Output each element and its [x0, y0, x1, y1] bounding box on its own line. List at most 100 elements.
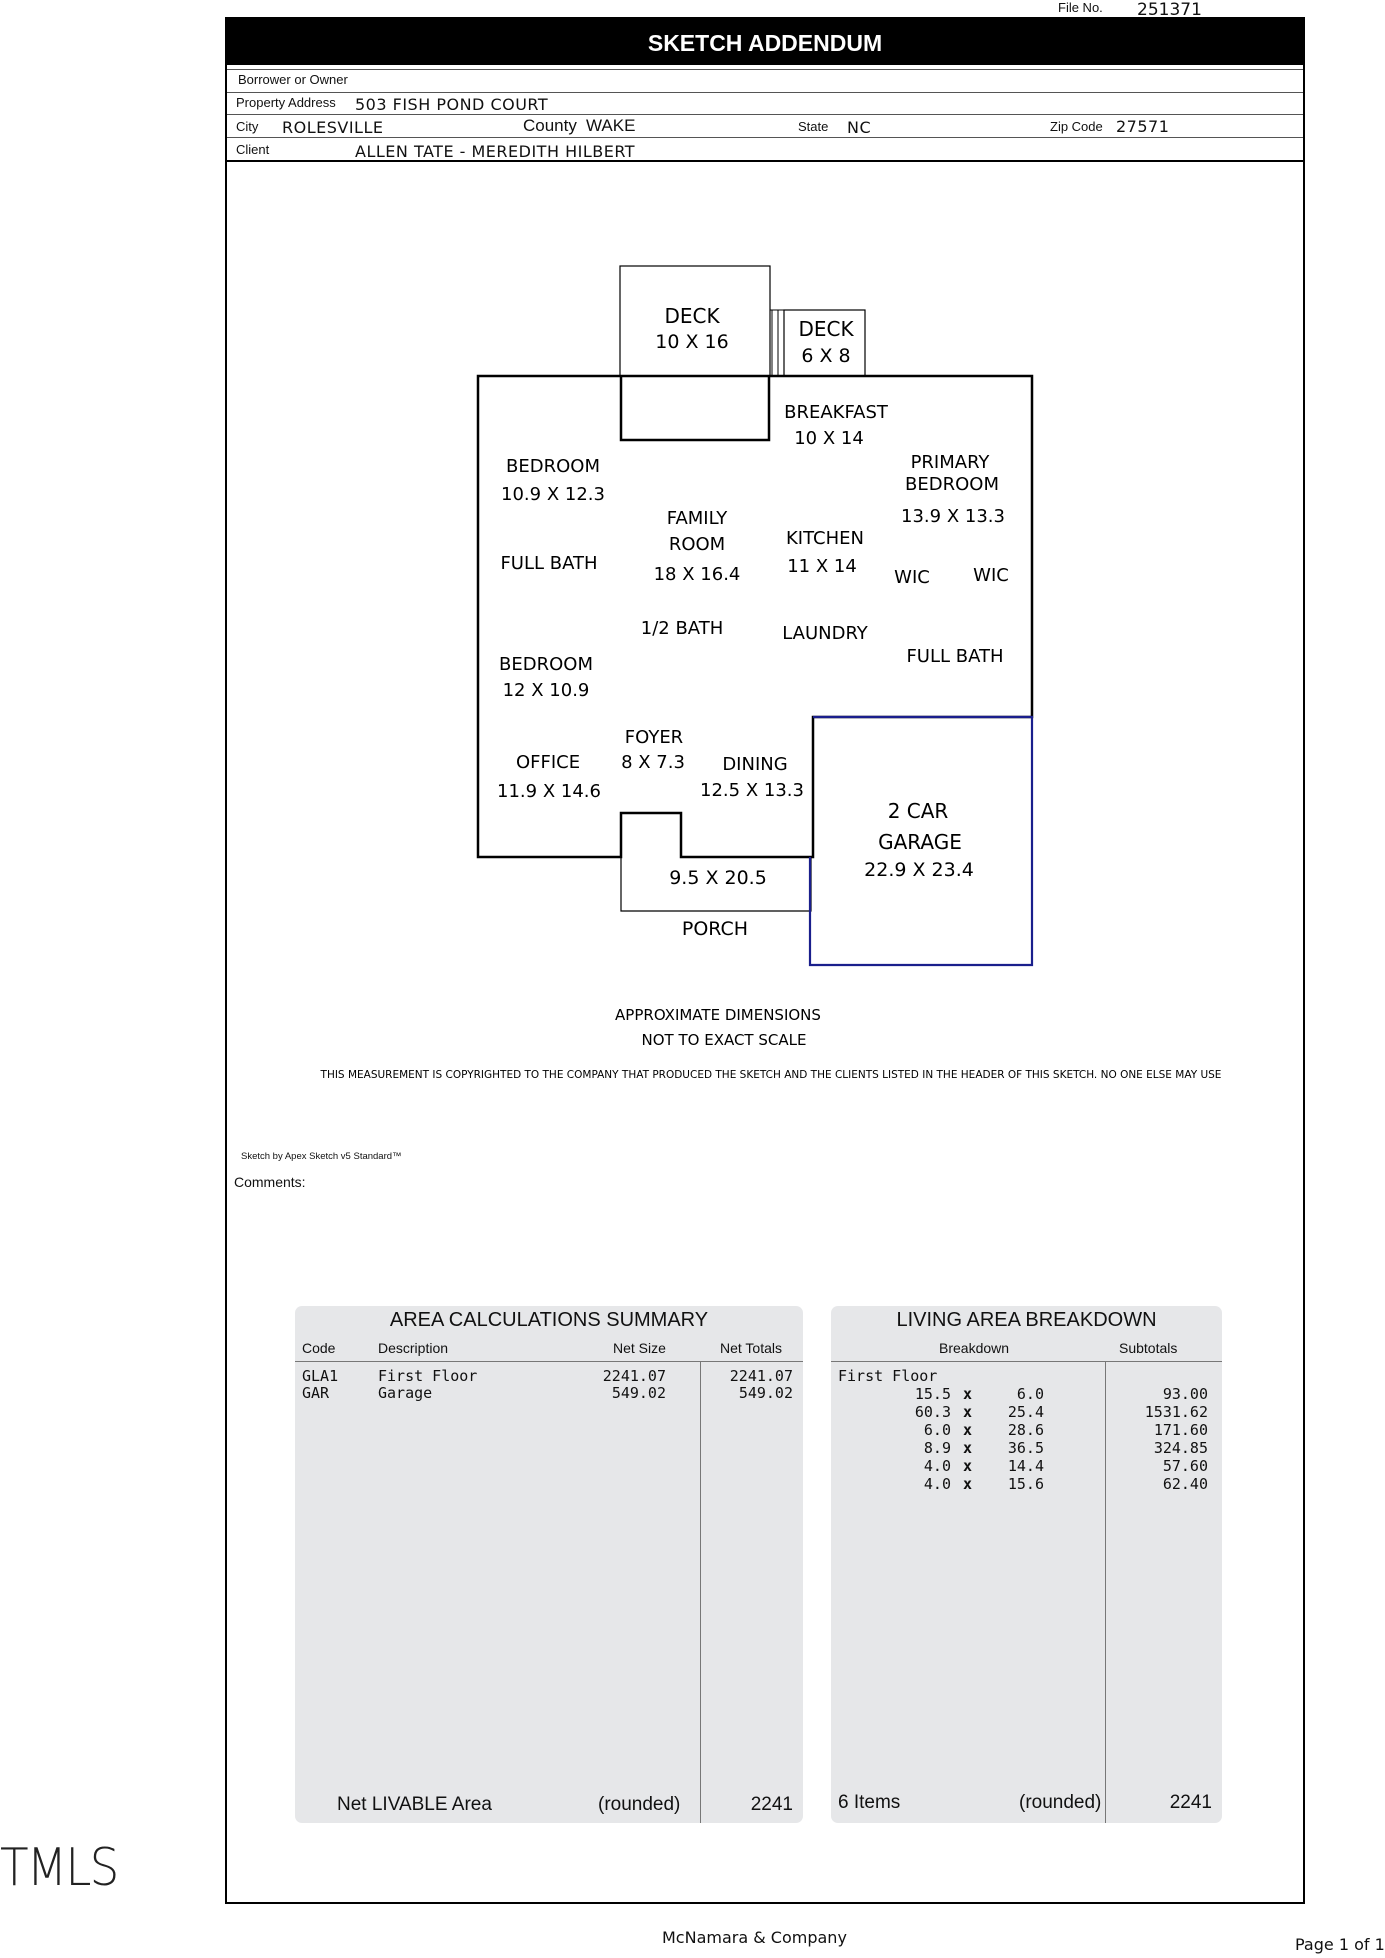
- comments-label: Comments:: [234, 1174, 306, 1190]
- room-name: LAUNDRY: [782, 623, 869, 644]
- subtotal-cell: 171.60: [1153, 1421, 1208, 1439]
- room-dims: 18 X 16.4: [654, 564, 741, 585]
- items-count: 6 Items: [838, 1792, 901, 1813]
- table-cell: 2241.07: [729, 1367, 793, 1385]
- subtotal-cell: 62.40: [1162, 1475, 1208, 1493]
- living-area-panel: LIVING AREA BREAKDOWN Breakdown Subtotal…: [831, 1306, 1222, 1823]
- room-dims: 13.9 X 13.3: [901, 506, 1005, 527]
- breakdown-cell: 15.6: [1007, 1475, 1044, 1493]
- room-name: DINING: [722, 754, 787, 775]
- room-dims: 22.9 X 23.4: [864, 859, 974, 881]
- room-dims: 10 X 14: [794, 428, 864, 449]
- column-header: Subtotals: [1119, 1340, 1178, 1356]
- breakdown-cell: 36.5: [1007, 1439, 1044, 1457]
- breakdown-cell: x: [963, 1475, 973, 1493]
- sketch-credit: Sketch by Apex Sketch v5 Standard™: [241, 1151, 402, 1162]
- table-cell: GAR: [302, 1384, 330, 1402]
- panel-title: LIVING AREA BREAKDOWN: [896, 1309, 1157, 1331]
- breakdown-cell: 60.3: [914, 1403, 951, 1421]
- state-label: State: [798, 119, 829, 134]
- column-header: Code: [302, 1340, 336, 1356]
- column-header: Net Size: [613, 1340, 666, 1356]
- room-name: 2 CAR: [888, 799, 949, 823]
- breakdown-cell: 8.9: [923, 1439, 951, 1457]
- state-value: NC: [847, 118, 872, 137]
- breakdown-cell: 4.0: [923, 1457, 951, 1475]
- breakdown-cell: 14.4: [1007, 1457, 1044, 1475]
- breakdown-cell: x: [963, 1421, 973, 1439]
- group-label: First Floor: [838, 1367, 938, 1385]
- mls-watermark: TMLS: [0, 1838, 119, 1898]
- table-cell: 549.02: [611, 1384, 666, 1402]
- borrower-label: Borrower or Owner: [238, 72, 348, 87]
- area-calculations-panel: AREA CALCULATIONS SUMMARY Code Descripti…: [295, 1306, 803, 1823]
- room-dims: 12.5 X 13.3: [700, 780, 804, 801]
- page-frame: [225, 17, 1305, 1904]
- subtotal-cell: 324.85: [1153, 1439, 1208, 1457]
- room-name: GARAGE: [878, 830, 962, 854]
- room-name: PRIMARY: [911, 452, 991, 473]
- column-header: Description: [378, 1340, 449, 1356]
- breakdown-cell: 25.4: [1007, 1403, 1044, 1421]
- table-cell: GLA1: [302, 1367, 339, 1385]
- breakdown-cell: 6.0: [1016, 1385, 1044, 1403]
- garage-outline: [808, 715, 1034, 967]
- room-dims: 10 X 16: [655, 331, 728, 353]
- room-name: 1/2 BATH: [641, 618, 724, 639]
- room-name: FAMILY: [667, 508, 728, 529]
- breakdown-cell: 6.0: [923, 1421, 951, 1439]
- net-livable-label: Net LIVABLE Area: [337, 1794, 492, 1815]
- company-name: McNamara & Company: [662, 1928, 847, 1947]
- zip-value: 27571: [1116, 117, 1170, 136]
- header-divider: [227, 92, 1303, 93]
- sketch-note: NOT TO EXACT SCALE: [642, 1031, 807, 1049]
- header-divider: [227, 114, 1303, 115]
- table-cell: Garage: [378, 1384, 433, 1402]
- county-value: WAKE: [586, 116, 636, 135]
- room-name: BREAKFAST: [784, 402, 889, 423]
- city-label: City: [236, 119, 259, 134]
- room-name: BEDROOM: [905, 474, 999, 495]
- breakdown-cell: x: [963, 1385, 973, 1403]
- room-dims: 6 X 8: [801, 345, 850, 367]
- room-name: ROOM: [669, 534, 725, 555]
- breakdown-cell: x: [963, 1403, 973, 1421]
- room-dims: 9.5 X 20.5: [669, 867, 767, 889]
- room-dims: 8 X 7.3: [621, 752, 685, 773]
- room-name: FULL BATH: [906, 646, 1003, 667]
- subtotal-cell: 57.60: [1162, 1457, 1208, 1475]
- room-name: OFFICE: [516, 752, 580, 773]
- room-name: BEDROOM: [499, 654, 593, 675]
- room-name: DECK: [798, 317, 854, 341]
- header-divider: [227, 137, 1303, 138]
- table-cell: 549.02: [738, 1384, 793, 1402]
- page-title: SKETCH ADDENDUM: [227, 19, 1303, 65]
- zip-label: Zip Code: [1050, 119, 1103, 134]
- room-dims: 10.9 X 12.3: [501, 484, 605, 505]
- file-no-value: 251371: [1137, 0, 1202, 20]
- breakdown-cell: x: [963, 1439, 973, 1457]
- room-name: DECK: [664, 304, 720, 328]
- room-name: BEDROOM: [506, 456, 600, 477]
- room-dims: 11.9 X 14.6: [497, 781, 601, 802]
- room-name: PORCH: [682, 918, 748, 940]
- floor-plan-sketch: DECK 10 X 16 DECK 6 X 8 BREAKFAST 10 X 1…: [320, 265, 1222, 1081]
- room-dims: 11 X 14: [787, 556, 857, 577]
- table-cell: 2241.07: [602, 1367, 666, 1385]
- header-rule: [295, 1361, 803, 1362]
- city-value: ROLESVILLE: [282, 118, 384, 137]
- panel-title: AREA CALCULATIONS SUMMARY: [389, 1309, 709, 1331]
- header-rule: [831, 1361, 1222, 1362]
- table-cell: First Floor: [378, 1367, 478, 1385]
- house-outline: [476, 374, 1034, 859]
- sketch-note: APPROXIMATE DIMENSIONS: [615, 1006, 821, 1024]
- room-name: WIC: [894, 567, 930, 588]
- breakdown-cell: 28.6: [1007, 1421, 1044, 1439]
- property-address-value: 503 FISH POND COURT: [355, 95, 549, 114]
- copyright-notice: THIS MEASUREMENT IS COPYRIGHTED TO THE C…: [320, 1069, 1222, 1081]
- header-bottom-rule: [227, 160, 1303, 162]
- file-no-label: File No.: [1058, 0, 1103, 15]
- rounded-label: (rounded): [598, 1794, 681, 1815]
- county-label: County: [523, 116, 577, 135]
- breakdown-cell: x: [963, 1457, 973, 1475]
